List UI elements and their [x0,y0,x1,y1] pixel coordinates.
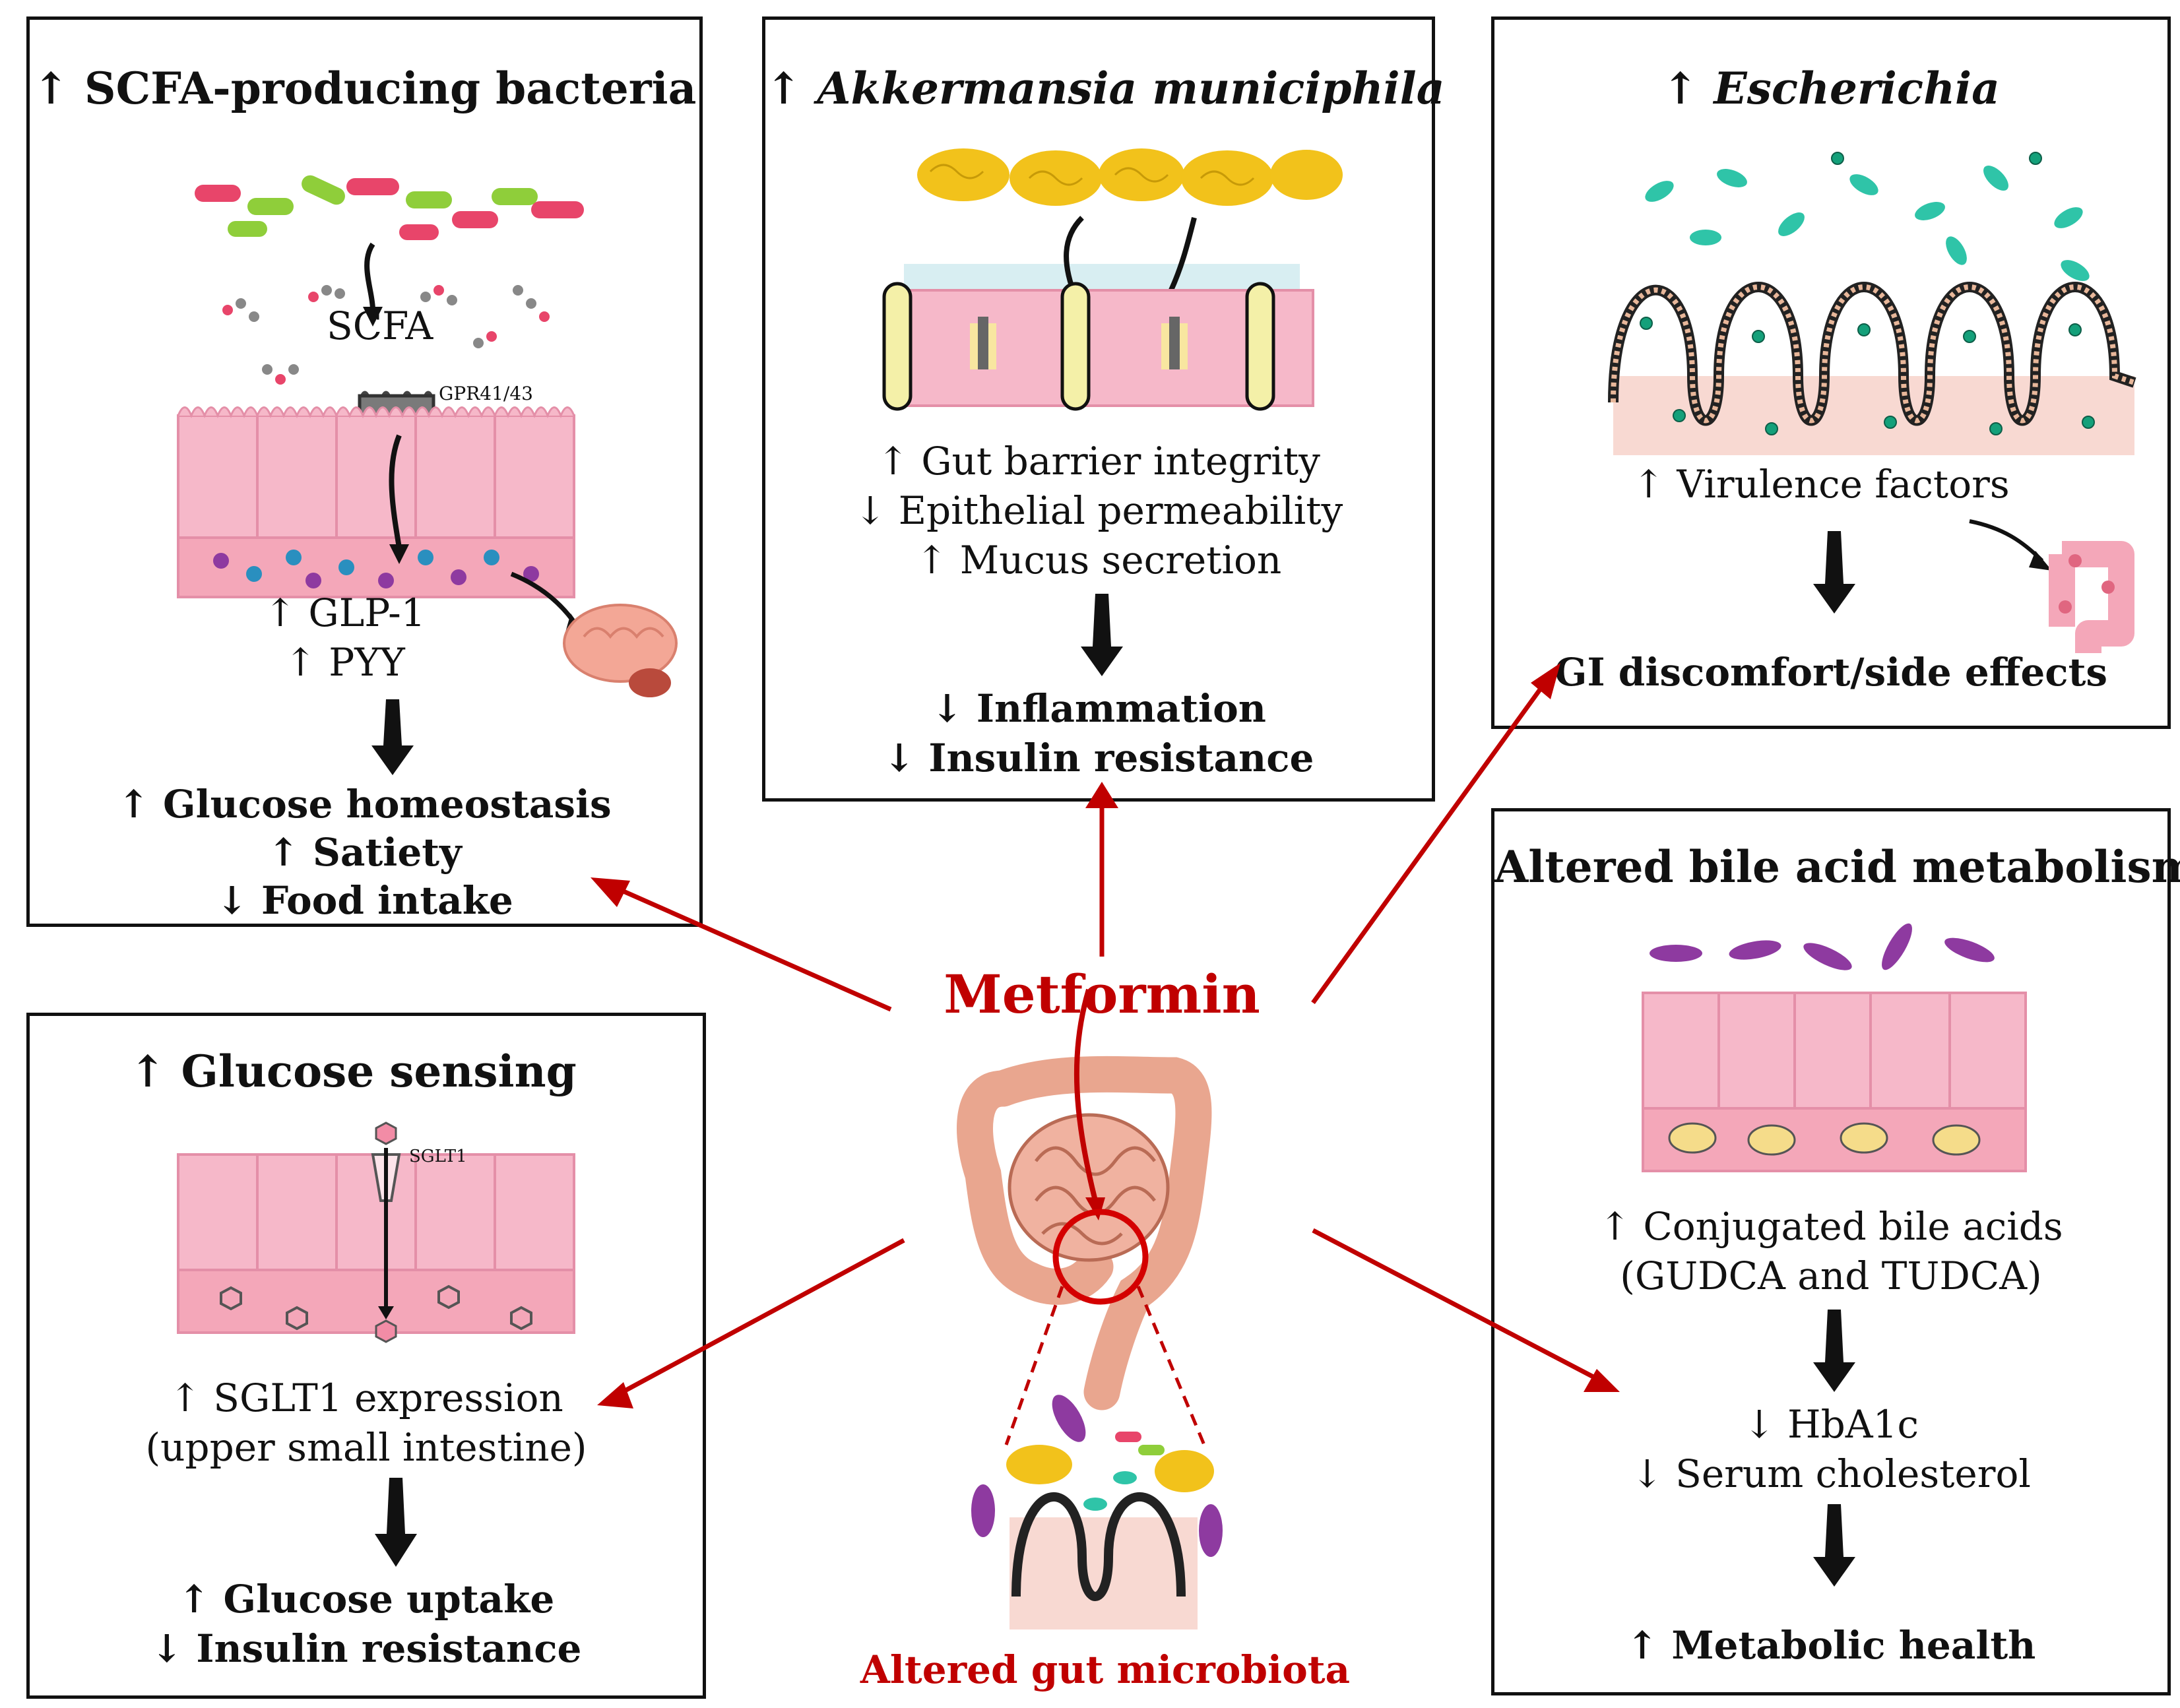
mid-line-2: ↓ Serum cholesterol [1631,1451,2031,1496]
scfa-label: SCFA [327,303,433,348]
escherichia-bacteria-icon [1645,166,2090,281]
bile-bacteria-icon [1650,923,1995,970]
effect-line-2: ↓ Epithelial permeability [854,488,1343,533]
bile-acid-illustration [1642,923,2027,1172]
effect-line-2: ↑ PYY [284,640,405,685]
outcome-line-1: ↑ Glucose homeostasis [117,782,612,827]
panel-title: ↑ Akkermansia municiphila [765,63,1444,114]
outcome-line-2: ↑ Satiety [267,830,462,875]
title-arrow: ↑ [765,63,802,114]
outcome-line-1: GI discomfort/side effects [1554,650,2108,695]
bacteria-cluster-icon [195,175,584,240]
effect-line-1: ↑ SGLT1 expression [169,1376,563,1420]
epithelium-icon [177,406,575,598]
epithelium-icon [1642,992,2027,1172]
effect-line-1: ↑ Gut barrier integrity [877,439,1320,484]
panel-title: ↑ Glucose sensing [129,1046,577,1097]
receptor-label: GPR41/43 [439,383,533,404]
sglt1-transporter-icon [371,1122,401,1343]
akkermansia-bacteria-icon [917,148,1343,206]
colon-inflamed-icon [1969,519,2134,653]
down-arrow-icon [375,1478,417,1567]
down-arrow-icon [1813,1310,1855,1392]
mid-line-1: ↓ HbA1c [1743,1402,1919,1447]
title-organism: Escherichia [1714,63,2000,114]
panel-akkermansia: ↑ Akkermansia municiphila [762,16,1444,802]
effect-line-1: ↑ GLP-1 [264,590,426,635]
outcome-line-3: ↓ Food intake [216,878,513,923]
effect-line-1: ↑ Virulence factors [1632,462,2010,507]
effect-line-1: ↑ Conjugated bile acids [1599,1204,2063,1249]
escherichia-illustration [1608,152,2136,455]
down-arrow-icon [371,699,414,775]
glucose-illustration [177,1122,575,1343]
scfa-molecules-icon [222,285,550,385]
zoom-circle-icon [1052,1209,1149,1305]
outcome-line-1: ↓ Inflammation [931,686,1266,731]
brain-icon [563,604,678,697]
epithelium-icon [882,282,1314,411]
effect-line-2: (GUDCA and TUDCA) [1620,1253,2042,1298]
down-arrow-icon [1081,594,1123,676]
panel-escherichia: ↑ Escherichia ↑ Virulence factors [1491,16,2171,729]
villi-icon [1608,282,2136,455]
outcome-line-1: ↑ Metabolic health [1626,1623,2036,1668]
scfa-illustration [177,175,678,697]
panel-scfa: ↑ SCFA-producing bacteria [26,16,703,927]
effect-line-2: (upper small intestine) [145,1425,587,1470]
title-organism: Akkermansia municiphila [817,63,1445,114]
outcome-line-2: ↓ Insulin resistance [150,1626,582,1671]
center-title: Metformin [944,963,1260,1025]
down-arrow-icon [1813,531,1855,614]
panel-bile-acid: Altered bile acid metabolism ↑ Conjugate… [1491,808,2180,1695]
outcome-line-2: ↓ Insulin resistance [883,736,1314,780]
down-arrow-icon [1813,1504,1855,1587]
center-footer: Altered gut microbiota [860,1647,1351,1692]
outcome-line-1: ↑ Glucose uptake [177,1577,555,1622]
transporter-label: SGLT1 [409,1147,467,1166]
akkermansia-illustration [882,148,1343,411]
title-arrow: ↑ [1662,63,1699,114]
panel-title: ↑ Escherichia [1494,63,2167,114]
panel-glucose-sensing: ↑ Glucose sensing SGLT1 ↑ SGLT1 expressi… [26,1013,706,1699]
panel-title: Altered bile acid metabolism [1494,841,2180,893]
panel-title: ↑ SCFA-producing bacteria [32,63,697,114]
effect-line-3: ↑ Mucus secretion [915,538,1282,583]
intestine-icon [957,1056,1212,1410]
microbiota-icon [971,1395,1223,1629]
